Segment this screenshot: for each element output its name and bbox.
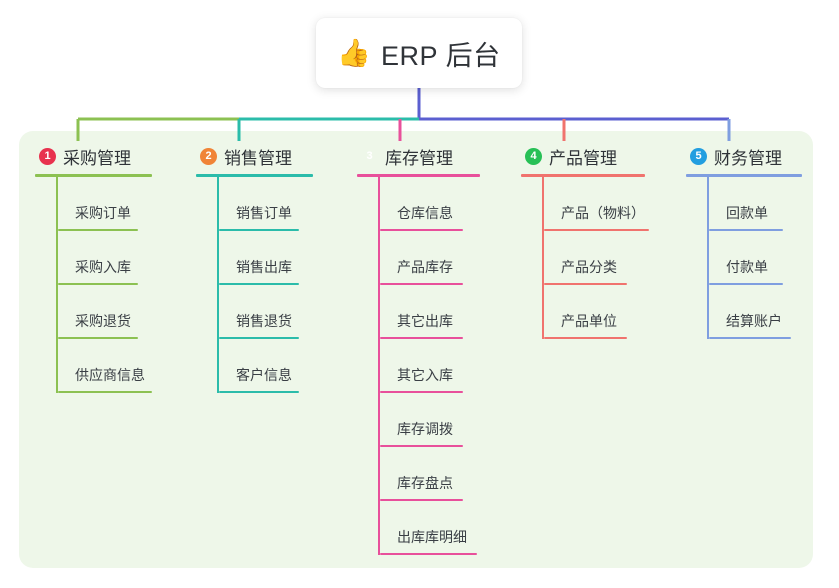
leaf-rule bbox=[709, 337, 791, 339]
branch-header-rule bbox=[686, 174, 802, 177]
leaf-item[interactable]: 出库库明细 bbox=[380, 501, 480, 555]
leaf-label: 产品分类 bbox=[561, 259, 617, 275]
branch-title: 销售管理 bbox=[224, 148, 292, 168]
leaf-item[interactable]: 采购退货 bbox=[58, 285, 152, 339]
leaf-label: 供应商信息 bbox=[75, 367, 145, 383]
branch-number-badge: 2 bbox=[200, 147, 217, 165]
branch-spine: 仓库信息产品库存其它出库其它入库库存调拨库存盘点出库库明细 bbox=[378, 177, 480, 555]
branch-header-5[interactable]: 5 财务管理 bbox=[686, 143, 802, 169]
leaf-rule bbox=[58, 283, 138, 285]
leaf-label: 其它入库 bbox=[397, 367, 453, 383]
leaf-item[interactable]: 采购订单 bbox=[58, 177, 152, 231]
leaf-label: 回款单 bbox=[726, 205, 768, 221]
leaf-label: 产品库存 bbox=[397, 259, 453, 275]
branch-header-1[interactable]: 1 采购管理 bbox=[35, 143, 152, 169]
leaf-label: 结算账户 bbox=[726, 313, 782, 329]
leaf-rule bbox=[544, 229, 649, 231]
leaf-rule bbox=[709, 229, 783, 231]
leaf-rule bbox=[58, 391, 152, 393]
branch-title: 产品管理 bbox=[549, 148, 617, 168]
leaf-rule bbox=[380, 391, 463, 393]
branch-spine: 产品（物料） 产品分类产品单位 bbox=[542, 177, 649, 339]
leaf-rule bbox=[380, 229, 463, 231]
branch-number-badge: 1 bbox=[39, 147, 56, 165]
branch-spine: 采购订单采购入库采购退货供应商信息 bbox=[56, 177, 152, 393]
leaf-rule bbox=[380, 499, 463, 501]
branch-number-badge: 5 bbox=[690, 147, 707, 165]
branch-column-1: 1 采购管理采购订单采购入库采购退货供应商信息 bbox=[35, 143, 152, 393]
leaf-rule bbox=[58, 229, 138, 231]
leaf-item[interactable]: 销售订单 bbox=[219, 177, 313, 231]
branch-header-4[interactable]: 4 产品管理 bbox=[521, 143, 645, 169]
leaf-label: 采购入库 bbox=[75, 259, 131, 275]
leaf-label: 产品单位 bbox=[561, 313, 617, 329]
leaf-label: 销售出库 bbox=[236, 259, 292, 275]
branch-spine: 销售订单销售出库销售退货客户信息 bbox=[217, 177, 313, 393]
leaf-rule bbox=[219, 337, 299, 339]
leaf-rule bbox=[380, 283, 463, 285]
leaf-label: 其它出库 bbox=[397, 313, 453, 329]
branch-title: 财务管理 bbox=[714, 148, 782, 168]
branch-title: 库存管理 bbox=[385, 148, 453, 168]
leaf-item[interactable]: 产品分类 bbox=[544, 231, 645, 285]
branch-header-rule bbox=[357, 174, 480, 177]
branch-header-rule bbox=[521, 174, 645, 177]
leaf-label: 仓库信息 bbox=[397, 205, 453, 221]
content-panel bbox=[19, 131, 813, 568]
root-node[interactable]: 👍 ERP 后台 bbox=[316, 18, 522, 88]
leaf-item[interactable]: 仓库信息 bbox=[380, 177, 480, 231]
thumbs-up-emoji: 👍 bbox=[337, 37, 372, 68]
leaf-label: 库存盘点 bbox=[397, 475, 453, 491]
leaf-item[interactable]: 库存调拨 bbox=[380, 393, 480, 447]
leaf-label: 采购订单 bbox=[75, 205, 131, 221]
leaf-rule bbox=[58, 337, 138, 339]
leaf-rule bbox=[219, 229, 299, 231]
branch-column-3: 3 库存管理仓库信息产品库存其它出库其它入库库存调拨库存盘点出库库明细 bbox=[357, 143, 480, 555]
leaf-item[interactable]: 回款单 bbox=[709, 177, 802, 231]
leaf-label: 销售订单 bbox=[236, 205, 292, 221]
branch-title: 采购管理 bbox=[63, 148, 131, 168]
branch-header-2[interactable]: 2 销售管理 bbox=[196, 143, 313, 169]
leaf-label: 付款单 bbox=[726, 259, 768, 275]
leaf-label: 出库库明细 bbox=[397, 529, 467, 545]
leaf-item[interactable]: 其它出库 bbox=[380, 285, 480, 339]
branch-number-badge: 3 bbox=[366, 149, 373, 162]
leaf-label: 产品（物料） bbox=[561, 205, 645, 221]
leaf-label: 库存调拨 bbox=[397, 421, 453, 437]
root-title: ERP 后台 bbox=[381, 40, 501, 71]
leaf-label: 客户信息 bbox=[236, 367, 292, 383]
branch-number-badge: 4 bbox=[525, 147, 542, 165]
leaf-rule bbox=[380, 445, 463, 447]
leaf-rule bbox=[709, 283, 783, 285]
branch-column-2: 2 销售管理销售订单销售出库销售退货客户信息 bbox=[196, 143, 313, 393]
leaf-rule bbox=[219, 283, 299, 285]
leaf-rule bbox=[380, 553, 477, 555]
leaf-rule bbox=[544, 337, 627, 339]
leaf-rule bbox=[219, 391, 299, 393]
branch-column-4: 4 产品管理产品（物料） 产品分类产品单位 bbox=[521, 143, 649, 339]
leaf-item[interactable]: 客户信息 bbox=[219, 339, 313, 393]
leaf-item[interactable]: 付款单 bbox=[709, 231, 802, 285]
leaf-item[interactable]: 采购入库 bbox=[58, 231, 152, 285]
leaf-item[interactable]: 其它入库 bbox=[380, 339, 480, 393]
branch-header-3[interactable]: 3 库存管理 bbox=[357, 143, 480, 169]
branch-column-5: 5 财务管理回款单付款单结算账户 bbox=[686, 143, 802, 339]
leaf-item[interactable]: 销售退货 bbox=[219, 285, 313, 339]
branch-spine: 回款单付款单结算账户 bbox=[707, 177, 802, 339]
leaf-label: 采购退货 bbox=[75, 313, 131, 329]
leaf-item[interactable]: 库存盘点 bbox=[380, 447, 480, 501]
leaf-item[interactable]: 结算账户 bbox=[709, 285, 802, 339]
leaf-item[interactable]: 销售出库 bbox=[219, 231, 313, 285]
leaf-item[interactable]: 产品单位 bbox=[544, 285, 645, 339]
leaf-item[interactable]: 供应商信息 bbox=[58, 339, 152, 393]
leaf-item[interactable]: 产品（物料） bbox=[544, 177, 649, 231]
leaf-rule bbox=[380, 337, 463, 339]
branch-header-rule bbox=[35, 174, 152, 177]
leaf-item[interactable]: 产品库存 bbox=[380, 231, 480, 285]
leaf-label: 销售退货 bbox=[236, 313, 292, 329]
leaf-rule bbox=[544, 283, 627, 285]
branch-header-rule bbox=[196, 174, 313, 177]
